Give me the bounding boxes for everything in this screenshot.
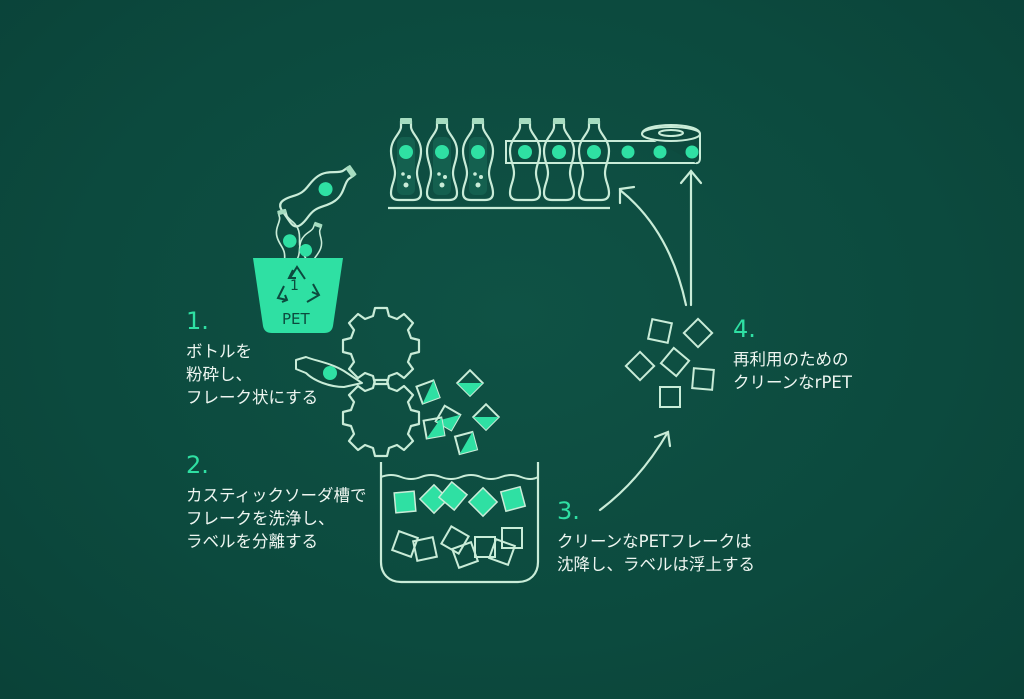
caustic-soda-tank (379, 462, 540, 584)
crusher-gear-bottom (341, 378, 421, 458)
step-4-label: 4. 再利用のための クリーンなrPET (733, 314, 852, 394)
clean-rpet-flakes (624, 317, 715, 408)
tossed-bottle (276, 156, 364, 231)
label-conveyor-roll (505, 124, 701, 165)
step-2-number: 2. (186, 451, 209, 479)
step-4-line: 再利用のための (733, 350, 849, 369)
pet-flake (453, 430, 479, 456)
empty-bottle (542, 116, 576, 202)
step-3-label: 3. クリーンなPETフレークは 沈降し、ラベルは浮上する (557, 496, 755, 576)
step-1-number: 1. (186, 307, 209, 335)
pet-recycling-bin (253, 206, 343, 333)
step-4-line: クリーンなrPET (733, 373, 852, 392)
filled-bottle (425, 116, 459, 202)
step-3-line: 沈降し、ラベルは浮上する (557, 555, 755, 574)
arrow-4-to-bottles (618, 188, 688, 307)
filled-bottle (389, 116, 423, 202)
pet-flake (472, 403, 500, 431)
step-3-number: 3. (557, 497, 580, 525)
step-2-line: ラベルを分離する (186, 532, 318, 551)
step-2-line: カスティックソーダ槽で (186, 486, 367, 505)
pet-flake (456, 369, 484, 397)
pet-flake (422, 416, 446, 440)
crushed-bottle (295, 356, 363, 388)
step-4-number: 4. (733, 315, 756, 343)
recycle-arrows-icon (276, 265, 321, 303)
flow-arrows (598, 169, 703, 512)
step-1-line: ボトルを (186, 342, 252, 361)
step-3-line: クリーンなPETフレークは (557, 532, 752, 551)
pet-flake (415, 379, 441, 405)
step-1-label: 1. ボトルを 粉砕し、 フレーク状にする (186, 306, 318, 409)
step-2-line: フレークを洗浄し、 (186, 509, 335, 528)
empty-bottle (577, 116, 611, 202)
filled-bottle (461, 116, 495, 202)
crusher-gear-top (341, 306, 421, 386)
step-1-line: フレーク状にする (186, 388, 319, 407)
empty-bottle (508, 116, 542, 202)
arrow-3-to-4 (598, 430, 670, 512)
step-1-line: 粉砕し、 (186, 365, 252, 384)
step-2-label: 2. カスティックソーダ槽で フレークを洗浄し、 ラベルを分離する (186, 450, 367, 553)
bin-resin-code: 1 (290, 278, 299, 294)
bin-label: PET (282, 310, 310, 328)
